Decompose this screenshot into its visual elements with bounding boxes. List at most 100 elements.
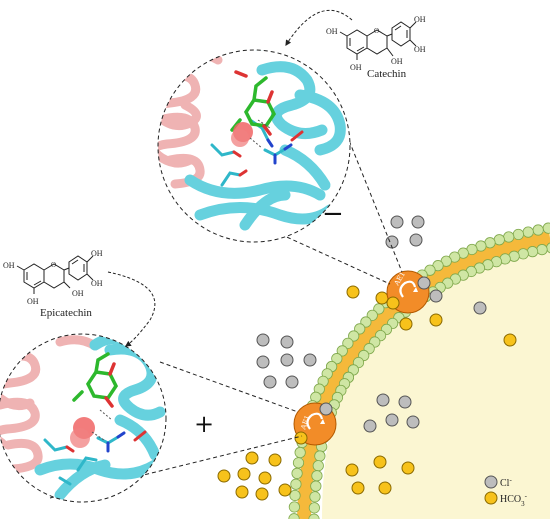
bound-chloride-top xyxy=(417,276,431,290)
lipid-head xyxy=(493,234,505,246)
lipid-head xyxy=(536,244,548,256)
lipid-head xyxy=(310,480,322,492)
lipid-head xyxy=(542,222,550,234)
legend-bicarbonate-label: HCO3- xyxy=(500,492,528,508)
epicatechin-arrow xyxy=(107,271,156,347)
chloride-ion xyxy=(385,413,399,427)
lipid-head xyxy=(336,345,348,357)
lipid-head xyxy=(517,248,529,260)
legend-chloride-label: Cl- xyxy=(500,476,512,489)
catechin-oh-1: OH xyxy=(326,27,338,36)
epicatechin-oh-3: OH xyxy=(72,289,84,298)
membrane-core xyxy=(297,231,550,519)
bicarbonate-ion xyxy=(378,481,392,495)
bound-bicarbonate-top xyxy=(386,296,400,310)
bound-bicarbonate-bottom xyxy=(294,431,308,445)
legend-chloride-swatch xyxy=(484,475,498,489)
protein-helix-cyan xyxy=(184,50,346,231)
bicarbonate-ion xyxy=(217,469,231,483)
chloride-ion xyxy=(409,233,423,247)
epicatechin-oh-2: OH xyxy=(27,297,39,306)
lipid-head xyxy=(331,353,343,365)
lipid-head xyxy=(292,457,305,469)
catechin-oh-4: OH xyxy=(414,15,426,24)
lipid-head xyxy=(526,246,539,258)
chloride-ion xyxy=(256,333,270,347)
lipid-head xyxy=(288,501,300,513)
epicatechin-oh-5: OH xyxy=(91,279,103,288)
zoom-circle-epicatechin xyxy=(0,333,167,503)
cell xyxy=(288,222,550,519)
chloride-ion xyxy=(285,375,299,389)
residue-sticks xyxy=(210,118,304,187)
lipid-head xyxy=(312,460,324,472)
bicarbonate-ion xyxy=(278,483,292,497)
residue-sticks xyxy=(43,430,147,486)
chloride-ion xyxy=(280,335,294,349)
bicarbonate-ion xyxy=(235,485,249,499)
lipid-head xyxy=(289,489,301,502)
lipid-head xyxy=(290,478,302,490)
sphere-atom-2 xyxy=(231,129,249,147)
cell-interior xyxy=(322,232,550,519)
epicatechin-oh-1: OH xyxy=(3,261,15,270)
lipid-head xyxy=(503,231,515,243)
zoom-circle-catechin xyxy=(157,49,351,243)
hbond-dashes xyxy=(249,119,271,149)
lipid-head xyxy=(512,228,524,241)
epicatechin-name: Epicatechin xyxy=(40,307,92,319)
lipid-head xyxy=(342,337,354,349)
ae1-transporter-bottom: AE1 xyxy=(293,402,337,446)
chloride-ion xyxy=(303,353,317,367)
lipid-head xyxy=(291,467,303,479)
chloride-ion xyxy=(406,415,420,429)
epicatechin-structure xyxy=(16,255,94,294)
chloride-ion xyxy=(473,301,487,315)
bicarbonate-ion xyxy=(345,463,359,477)
chloride-ion xyxy=(411,215,425,229)
epicatechin-effect-sign: + xyxy=(194,410,214,438)
catechin-structure xyxy=(339,21,417,60)
catechin-ring-oxygen: O xyxy=(374,27,379,35)
bicarbonate-ion xyxy=(351,481,365,495)
bicarbonate-ion xyxy=(237,467,251,481)
lipid-head xyxy=(314,450,326,462)
lipid-head xyxy=(309,491,321,503)
bicarbonate-ion xyxy=(346,285,360,299)
catechin-arrow xyxy=(285,9,353,47)
legend: Cl- HCO3- xyxy=(484,475,528,508)
catechin-oh-2: OH xyxy=(350,63,362,72)
protein-helix-pink xyxy=(0,335,100,474)
catechin-name: Catechin xyxy=(367,68,407,80)
bicarbonate-ion xyxy=(429,313,443,327)
bound-chloride-bottom xyxy=(319,402,333,416)
catechin-ligand xyxy=(230,70,277,136)
sphere-atom-2 xyxy=(70,428,90,448)
chloride-ion xyxy=(256,355,270,369)
chloride-ion xyxy=(280,353,294,367)
bicarbonate-ion xyxy=(375,291,389,305)
chloride-ion xyxy=(429,289,443,303)
bicarbonate-ion xyxy=(258,471,272,485)
lipid-head xyxy=(308,502,320,514)
legend-bicarbonate-swatch xyxy=(484,491,498,505)
bicarbonate-ions xyxy=(217,285,517,501)
catechin-oh-5: OH xyxy=(414,45,426,54)
catechin-oh-3: OH xyxy=(391,57,403,66)
lipid-head xyxy=(308,513,320,519)
ae1-transporter-top: AE1 xyxy=(386,270,431,314)
bicarbonate-ion xyxy=(255,487,269,501)
lipid-head xyxy=(522,226,534,238)
chloride-ions xyxy=(256,215,487,433)
bicarbonate-ion xyxy=(373,455,387,469)
lipid-head xyxy=(294,446,306,459)
lipid-head xyxy=(348,330,360,342)
bicarbonate-ion xyxy=(268,453,282,467)
chloride-ion xyxy=(376,393,390,407)
lipid-head xyxy=(354,323,366,335)
bicarbonate-ion xyxy=(503,333,517,347)
lipid-head xyxy=(311,470,323,482)
epicatechin-oh-4: OH xyxy=(91,249,103,258)
bicarbonate-ion xyxy=(245,451,259,465)
